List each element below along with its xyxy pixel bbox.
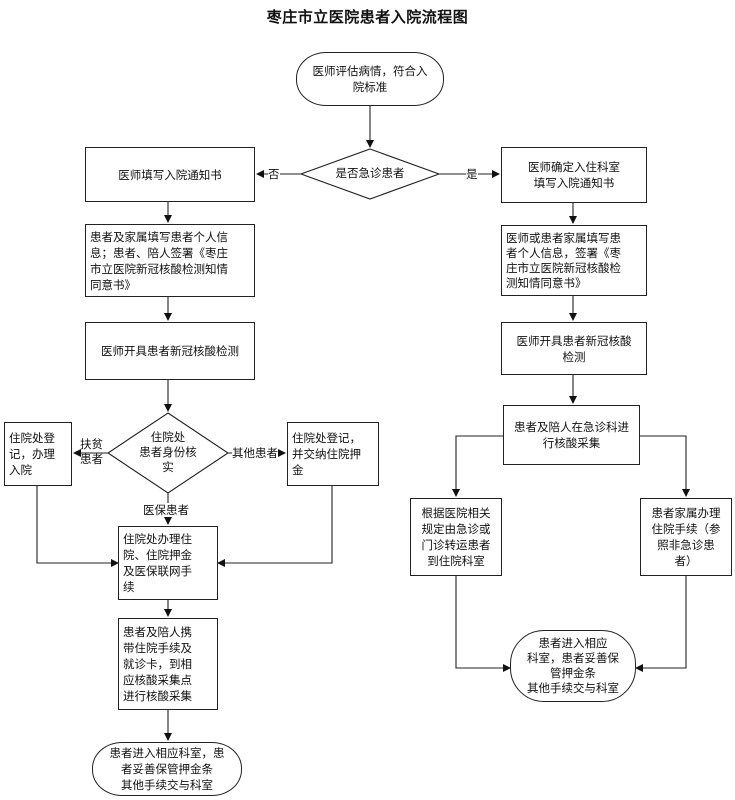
right-end-line-2: 科室，患者妥善保 [527,651,619,665]
decision-identity-label: 住院处 患者身份核 实 [128,430,208,475]
start-line-2: 院标准 [352,80,388,94]
left-notice-box: 医师填写入院通知书 [85,147,255,202]
start-node: 医师评估病情，符合入 院标准 [296,52,444,106]
edge-label-poverty-text: 扶贫患者 [80,437,103,466]
right-end-line-4: 其他手续交与科室 [527,681,619,695]
left-end-line-2: 者妥善保管押金条 [121,762,213,776]
insurance-line-2: 院、住院押金 [123,548,192,562]
family-line-3: 照非急诊患 [657,538,715,552]
carry-line-2: 带住院手续及 [123,641,192,655]
right-end-node: 患者进入相应 科室，患者妥善保 管押金条 其他手续交与科室 [510,630,636,702]
edge-label-yes: 是 [466,167,478,181]
family-line-1: 患者家属办理 [651,506,721,520]
poverty-box: 住院处登 记，办理 入院 [4,422,72,486]
other-line-2: 并交纳住院押 [292,447,361,461]
other-box: 住院处登记， 并交纳住院押 金 [287,422,379,486]
edge-label-insurance: 医保患者 [143,503,189,517]
right-confirm-box: 医师确定入住科室 填写入院通知书 [501,147,647,203]
insurance-box: 住院处办理住 院、住院押金 及医保联网手 续 [118,526,218,600]
right-test-line-2: 检测 [562,349,586,364]
right-info-line-1: 医师或患者家属填写患 [506,230,621,245]
decision-emergency-line: 是否急诊患者 [335,166,405,180]
other-line-1: 住院处登记， [292,431,361,445]
right-info-line-2: 者个人信息，签署《枣 [506,245,621,260]
right-test-box: 医师开具患者新冠核酸 检测 [501,322,647,375]
family-line-4: 者） [674,554,698,568]
decision-identity-line-3: 实 [162,460,174,474]
family-box: 患者家属办理 住院手续（参 照非急诊患 者） [640,498,732,576]
transfer-box: 根据医院相关 规定由急诊或 门诊转运患者 到住院科室 [410,498,502,576]
start-line-1: 医师评估病情，符合入 [312,64,428,78]
left-info-line-3: 同意书》 [90,277,136,292]
right-info-box: 医师或患者家属填写患 者个人信息，签署《枣 庄市立医院新冠核酸检 测知情同意书》 [501,225,647,296]
left-end-line-1: 患者进入相应科室，患 [109,746,225,760]
right-info-line-4: 测知情同意书》 [506,275,587,290]
transfer-line-3: 门诊转运患者 [421,538,491,552]
left-test-box: 医师开具患者新冠核酸检测 [85,322,255,380]
left-test-line: 医师开具患者新冠核酸检测 [101,344,239,358]
carry-line-1: 患者及陪人携 [123,625,192,639]
left-notice-line: 医师填写入院通知书 [118,167,222,182]
left-end-line-3: 其他手续交与科室 [121,778,213,792]
decision-emergency-shape [299,148,441,200]
transfer-line-1: 根据医院相关 [421,506,491,520]
decision-identity-line-1: 住院处 [150,430,186,444]
carry-box: 患者及陪人携 带住院手续及 就诊卡，到相 应核酸采集点 进行核酸采集 [118,618,218,710]
right-collect-line-1: 患者及陪人在急诊科进 [514,420,629,434]
edge-label-no: 否 [268,167,280,181]
transfer-line-2: 规定由急诊或 [421,522,491,536]
right-test-line-1: 医师开具患者新冠核酸 [516,333,632,348]
left-info-box: 患者及家属填写患者个人信息；患者、陪人签署《枣庄 市立医院新冠核酸检测知情 同意… [85,224,255,297]
transfer-line-4: 到住院科室 [427,554,485,568]
right-end-line-1: 患者进入相应 [538,636,608,650]
poverty-line-1: 住院处登 [9,431,55,445]
insurance-line-4: 续 [123,580,135,594]
right-collect-line-2: 行核酸采集 [542,436,601,450]
right-collect-box: 患者及陪人在急诊科进 行核酸采集 [503,405,640,465]
right-confirm-line-1: 医师确定入住科室 [528,160,620,174]
insurance-line-1: 住院处办理住 [123,532,192,546]
edge-label-other: 其他患者 [232,446,278,460]
poverty-line-2: 记，办理 [9,447,55,461]
carry-line-3: 就诊卡，到相 [123,657,192,671]
family-line-2: 住院手续（参 [651,522,721,536]
poverty-line-3: 入院 [9,463,32,477]
left-info-line-1: 患者及家属填写患者个人信息；患者、陪人签署《枣庄 [90,229,228,260]
insurance-line-3: 及医保联网手 [123,564,192,578]
carry-line-5: 进行核酸采集 [123,689,192,703]
other-line-3: 金 [292,463,304,477]
page-title: 枣庄市立医院患者入院流程图 [266,8,469,26]
right-confirm-line-2: 填写入院通知书 [533,176,615,190]
left-end-node: 患者进入相应科室，患 者妥善保管押金条 其他手续交与科室 [92,742,242,796]
right-info-line-3: 庄市立医院新冠核酸检 [506,260,621,275]
edge-label-poverty: 扶贫患者 [80,437,106,467]
carry-line-4: 应核酸采集点 [123,673,192,687]
decision-emergency-label: 是否急诊患者 [311,166,429,181]
left-info-line-2: 市立医院新冠核酸检测知情 [90,261,228,276]
right-end-line-3: 管押金条 [550,666,596,680]
decision-identity-line-2: 患者身份核 [139,445,197,459]
